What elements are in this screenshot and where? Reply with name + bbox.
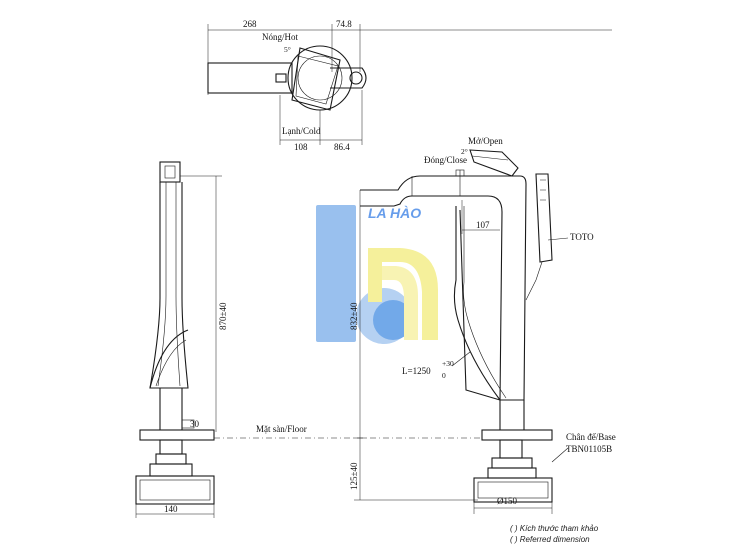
logo-yellow-arc [368,248,438,340]
dim-107: 107 [476,220,490,230]
label-open: Mở/Open [468,136,503,146]
dimension-notes: ( ) Kích thước tham khảo ( ) Referred di… [510,524,599,544]
side-view: Mở/Open 2° Đóng/Close TOTO 107 L=1250 +3… [349,136,616,514]
brand-toto: TOTO [570,232,594,242]
dim-150: Ø150 [497,496,517,506]
watermark-text: LA HÀO [368,205,421,221]
hose-length: L=1250 [402,366,431,376]
dim-125: 125±40 [349,462,359,490]
dim-30: 30 [190,419,200,429]
hose-tol-upper: +30 [442,359,454,368]
logo-yellow-bar [368,248,382,302]
label-base: Chân đế/Base [566,432,616,442]
dim-268: 268 [243,19,257,29]
label-close: Đóng/Close [424,155,467,165]
label-hot: Nóng/Hot [262,32,298,42]
base-model: TBN01105B [566,444,612,454]
note-line-1: ( ) Kích thước tham khảo [510,524,599,533]
hose-tol-lower: 0 [442,371,446,380]
label-cold: Lạnh/Cold [282,126,321,136]
logo-yellow-arc-2 [368,266,418,340]
logo-blue-bar [316,205,356,342]
angle-2: 2° [461,147,468,156]
dim-832: 832±40 [349,302,359,330]
logo-blue-dot [373,300,413,340]
floor-label: Mặt sàn/Floor [256,424,307,434]
watermark-logo: LA HÀO [316,205,438,344]
dim-140: 140 [164,504,178,514]
angle-5: 5° [284,45,291,54]
dim-74-8: 74.8 [336,19,352,29]
note-line-2: ( ) Referred dimension [510,535,590,544]
dim-870: 870±40 [218,302,228,330]
front-view: 30 140 870±40 [135,161,228,518]
top-view: 268 74.8 Nóng/Hot 5° Lạnh/Cold 108 86.4 [207,19,612,152]
dim-108: 108 [294,142,308,152]
dim-86-4: 86.4 [334,142,350,152]
